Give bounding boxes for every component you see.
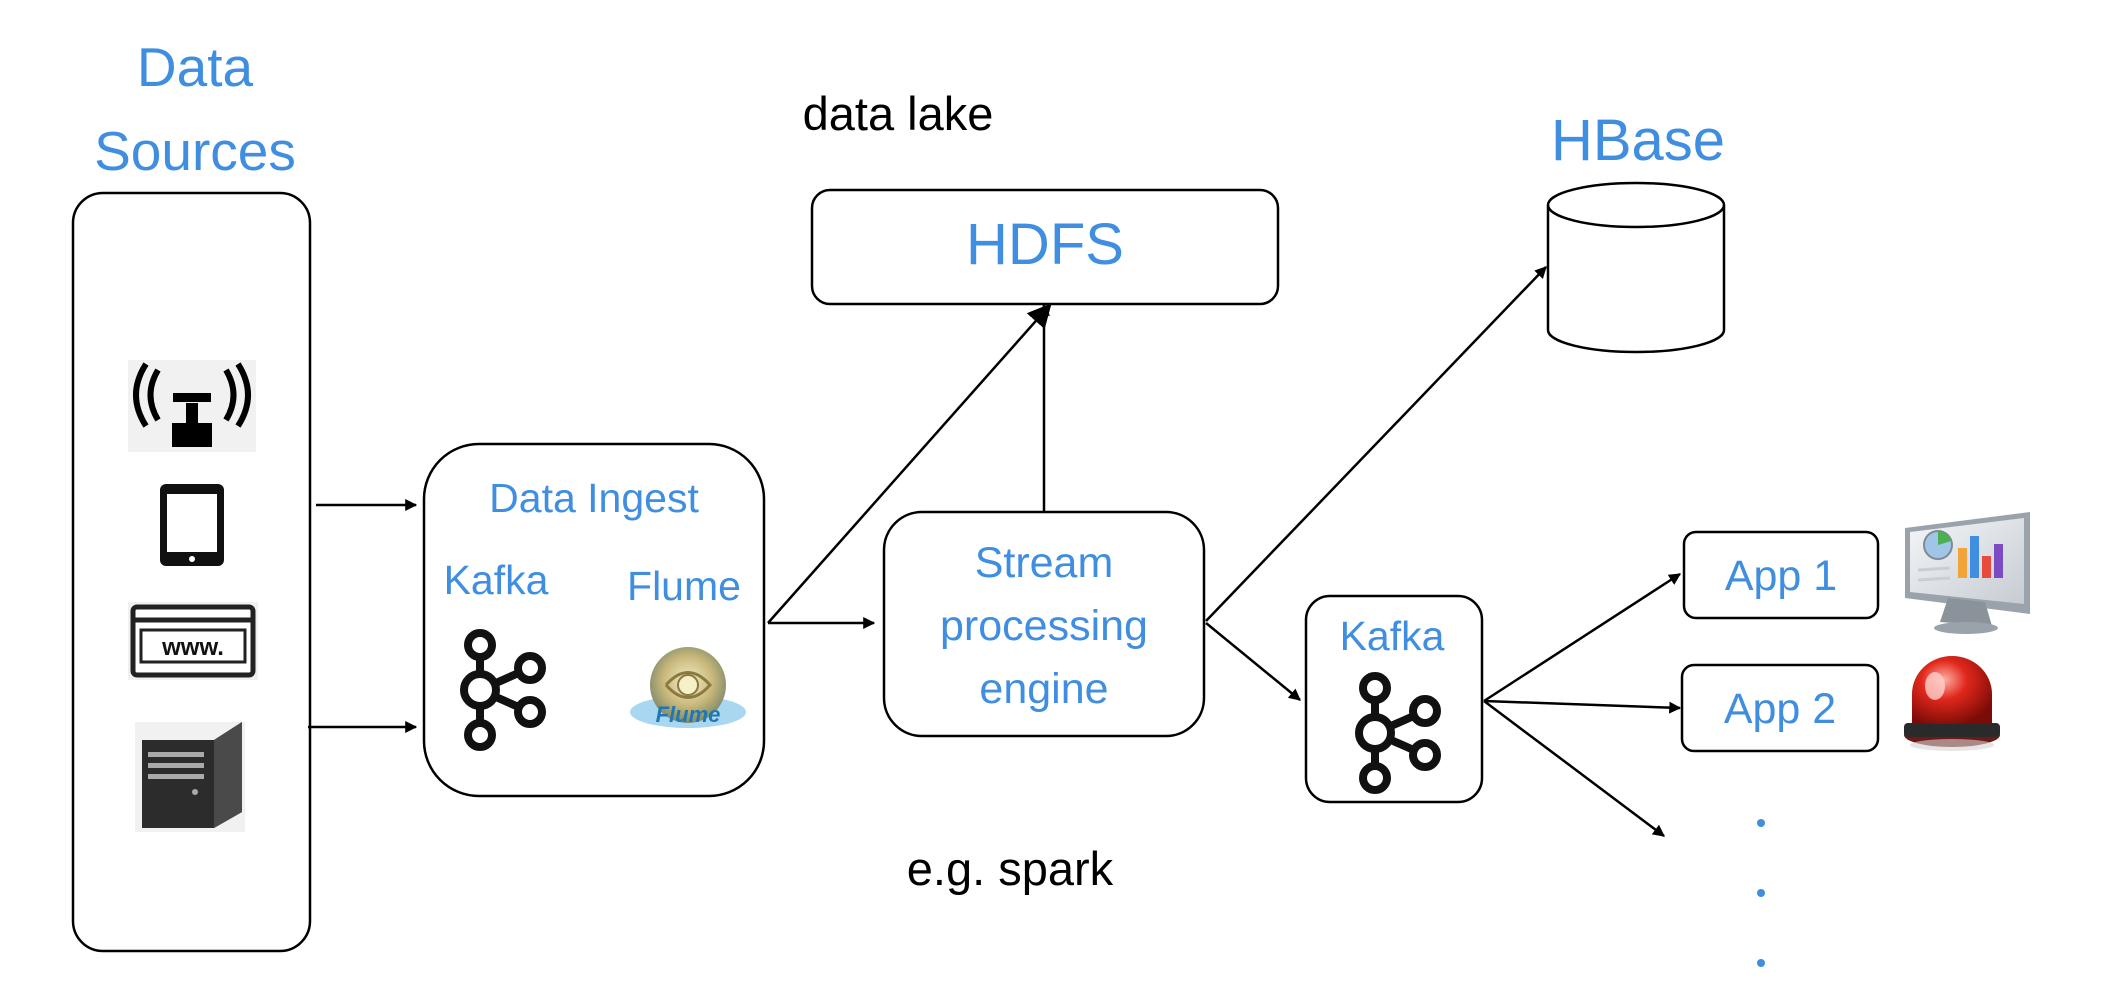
stream-engine-label-line2: processing	[940, 602, 1148, 650]
stream-engine-label-line3: engine	[979, 665, 1108, 713]
edge-stream-to-hbase	[1205, 266, 1547, 622]
edge-ingest-to-hdfs	[767, 303, 1052, 624]
antenna-icon	[128, 360, 256, 452]
www-text: www.	[161, 634, 224, 661]
data-ingest-title: Data Ingest	[489, 475, 699, 521]
database-cylinder-icon	[1546, 181, 1726, 354]
data-sources-title-line1: Data	[137, 36, 254, 98]
app1-label: App 1	[1725, 552, 1837, 600]
edge-stream-to-kafka	[1205, 622, 1301, 701]
server-icon	[135, 722, 245, 832]
hbase-label: HBase	[1551, 108, 1725, 173]
dashboard-monitor-icon	[1905, 512, 2030, 634]
app2-box	[1680, 663, 1880, 753]
app2-label: App 2	[1724, 685, 1836, 733]
kafka-logo-icon	[1355, 672, 1441, 794]
edge-kafka-to-app2	[1483, 699, 1682, 714]
kafka-logo-icon	[460, 629, 546, 751]
ingest-kafka-label: Kafka	[444, 557, 549, 603]
flume-logo-icon: Flume	[630, 647, 746, 728]
ingest-flume-label: Flume	[627, 563, 741, 609]
spark-note: e.g. spark	[907, 842, 1114, 895]
kafka-queue-label: Kafka	[1340, 613, 1445, 659]
edge-kafka-to-more	[1483, 700, 1665, 837]
stream-engine-label-line1: Stream	[975, 539, 1114, 587]
more-apps-ellipsis	[1757, 819, 1765, 967]
data-sources-box	[71, 191, 312, 953]
tablet-icon	[160, 484, 224, 566]
app1-box	[1682, 530, 1880, 620]
browser-www-icon: www.	[128, 602, 258, 680]
data-sources-title-line2: Sources	[94, 120, 296, 182]
alarm-beacon-icon	[1904, 656, 2000, 751]
flume-logo-text: Flume	[656, 702, 721, 727]
hdfs-label: HDFS	[966, 212, 1124, 277]
edge-kafka-to-app1	[1483, 572, 1682, 703]
data-lake-label: data lake	[803, 87, 994, 140]
